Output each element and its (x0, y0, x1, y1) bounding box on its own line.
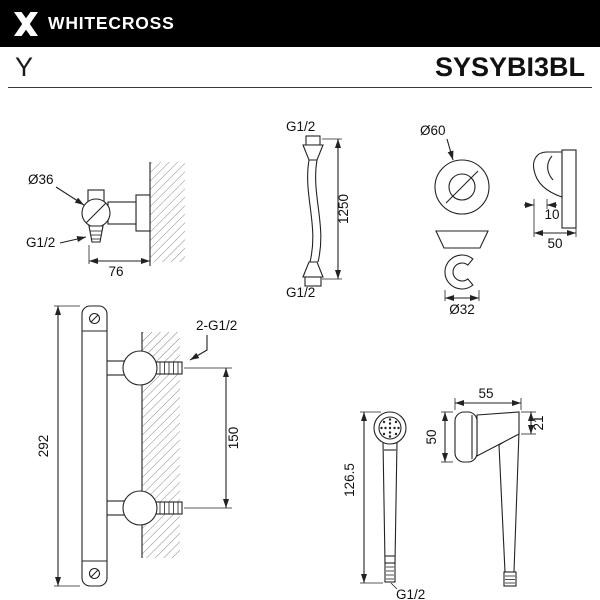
brand-name: WHITECROSS (48, 13, 175, 33)
dim-escutcheon-base: Ø32 (449, 302, 475, 317)
dim-bar-height: 292 (36, 435, 51, 458)
model-code: SYSYBI3BL (434, 51, 585, 82)
dim-handshower-width: 55 (478, 386, 493, 401)
dim-hose-thread-top: G1/2 (286, 119, 315, 134)
wall-hatch (150, 162, 185, 262)
dim-handshower-thread: G1/2 (396, 587, 425, 600)
dim-elbow-diameter: Ø36 (28, 172, 54, 187)
drawing-wall-outlet-elbow: Ø36 G1/2 76 (26, 162, 185, 279)
dim-bar-spacing: 150 (226, 427, 241, 450)
dim-handshower-height: 126.5 (342, 463, 357, 497)
drawing-wall-escutcheon: Ø60 Ø32 (420, 123, 490, 317)
subheader: Y SYSYBI3BL (8, 47, 592, 88)
drawing-thermostatic-bar: 292 2-G1/2 150 (36, 305, 241, 587)
drawing-hose: G1/2 G1/2 1250 (286, 119, 351, 300)
series-code: Y (15, 51, 34, 82)
dim-holder-height: 50 (547, 236, 562, 251)
header-bar: WHITECROSS (0, 0, 600, 47)
dim-escutcheon-diameter: Ø60 (420, 123, 446, 138)
dim-elbow-width: 76 (108, 264, 123, 279)
dim-handshower-head: 50 (424, 429, 439, 444)
drawing-holder-bracket: 10 50 (524, 149, 577, 251)
spray-face-dots (380, 418, 400, 438)
dim-elbow-thread: G1/2 (26, 235, 55, 250)
dim-handshower-depth: 21 (531, 415, 546, 430)
dim-hose-length: 1250 (336, 194, 351, 224)
dim-hose-thread-bottom: G1/2 (286, 285, 315, 300)
dim-bar-threads: 2-G1/2 (196, 318, 237, 333)
drawing-hand-shower: 126.5 G1/2 55 50 21 (342, 386, 546, 600)
whitecross-logo-icon (14, 11, 38, 36)
hook-profile (444, 254, 474, 290)
dim-holder-depth: 10 (544, 207, 559, 222)
